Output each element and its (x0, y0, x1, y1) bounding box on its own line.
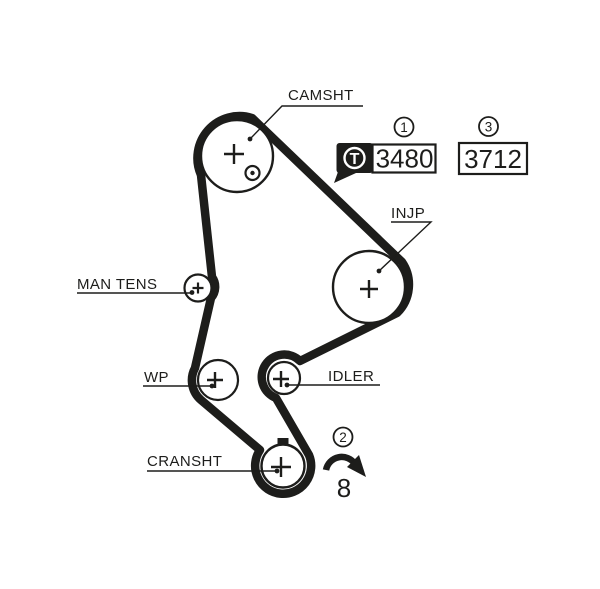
t-badge-ring-icon (343, 146, 366, 170)
crankshaft-center-mark (271, 457, 291, 477)
tensioner-label: MAN TENS (77, 276, 157, 293)
camshaft-leader-dot (247, 136, 253, 142)
circled-number-3-text: 3 (485, 119, 493, 134)
injection-pump-label: INJP (391, 205, 425, 222)
water-pump-center-mark (207, 372, 223, 388)
water-pump-label: WP (144, 369, 169, 386)
crankshaft-leader-dot (274, 468, 280, 474)
idler-label: IDLER (328, 368, 374, 385)
part-number-box-3712: 3712 (457, 141, 529, 176)
camshaft-alignment-mark (244, 164, 261, 182)
circled-number-1-text: 1 (400, 120, 408, 135)
injection-pump-leader-line (378, 221, 433, 272)
injection-pump-center-mark (360, 280, 378, 298)
idler-center-mark (273, 371, 289, 387)
circled-number-3: 3 (478, 116, 499, 137)
t-badge-letter: T (350, 151, 360, 168)
part-number-box-3480: 3480 (371, 143, 437, 174)
crankshaft-timing-tab (277, 438, 289, 447)
crankshaft-label: CRANSHT (147, 453, 222, 470)
part-number-3480: 3480 (376, 144, 434, 174)
camshaft-label: CAMSHT (288, 87, 354, 104)
idler-leader-dot (284, 382, 290, 388)
camshaft-leader-line (249, 105, 363, 140)
tensioner-center-mark (192, 282, 204, 294)
camshaft-pulley (199, 118, 275, 194)
tensioner-leader-dot (189, 290, 195, 295)
t-tool-badge: T (334, 143, 373, 183)
rotation-arrow-icon (322, 453, 366, 477)
water-pump-leader-dot (209, 383, 215, 389)
circled-number-1: 1 (393, 116, 415, 138)
camshaft-center-mark (224, 144, 244, 164)
timing-belt (187, 111, 414, 498)
circled-number-2: 2 (332, 426, 354, 448)
rotation-count: 8 (337, 473, 351, 503)
circled-number-2-text: 2 (339, 430, 347, 445)
part-number-3712: 3712 (464, 144, 522, 174)
injection-pump-leader-dot (376, 268, 382, 274)
